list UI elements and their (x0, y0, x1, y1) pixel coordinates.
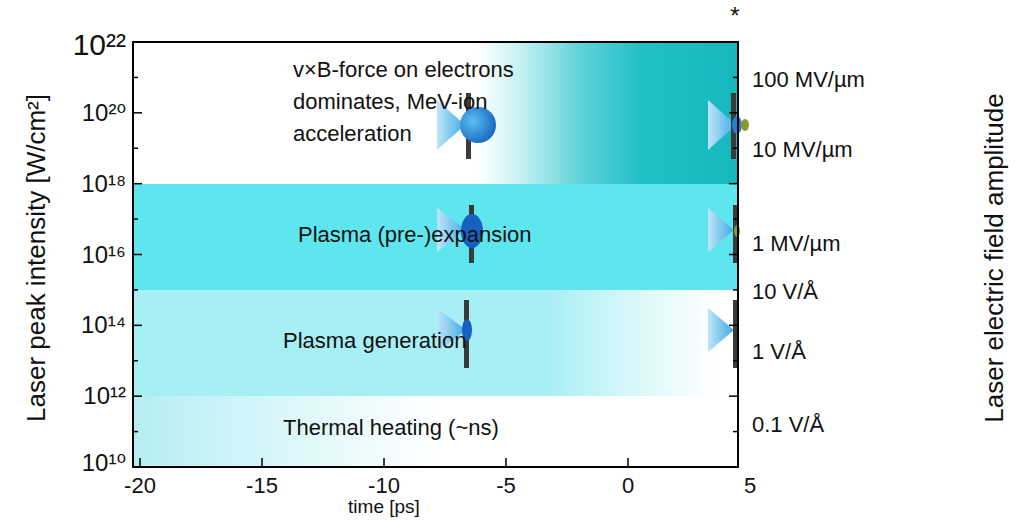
tick-mark (133, 325, 142, 327)
tick-mark (133, 41, 142, 43)
tick-mark (383, 458, 385, 467)
tick-mark (729, 466, 738, 468)
regime-label: Plasma generation (283, 325, 553, 357)
tick-mark (729, 325, 738, 327)
tick-label: 0 (622, 474, 634, 498)
tick-mark (729, 183, 738, 185)
tick-mark (261, 458, 263, 467)
tick-label: -5 (496, 474, 516, 498)
tick-label: 10²² (73, 28, 126, 61)
tick-label: 1 V/Å (752, 340, 806, 364)
tick-mark (133, 77, 138, 79)
tick-mark (133, 360, 138, 362)
tick-label: 10¹² (83, 383, 126, 409)
tick-mark (733, 218, 738, 220)
tick-mark (733, 289, 738, 291)
tick-label: 10 MV/µm (752, 138, 853, 162)
plot-frame (133, 42, 738, 467)
tick-mark (733, 77, 738, 79)
tick-mark (133, 395, 142, 397)
tick-label: 10²⁰ (82, 100, 126, 126)
tick-label: 10¹⁰ (82, 450, 126, 476)
tick-label: 10¹⁸ (81, 170, 126, 196)
intensity-band: Plasma (pre-)expansion (133, 184, 738, 290)
tick-label: 10 V/Å (752, 280, 818, 304)
tick-label: 100 MV/µm (752, 68, 865, 92)
tick-mark (133, 289, 138, 291)
tick-mark (729, 395, 738, 397)
laser-pulse (437, 100, 736, 352)
tick-mark (729, 254, 738, 256)
tick-mark (729, 112, 738, 114)
plasma-cloud (460, 107, 749, 341)
tick-mark (133, 148, 138, 150)
tick-label: 10¹⁴ (81, 312, 126, 338)
tick-mark (133, 112, 142, 114)
axis-title: time [ps] (348, 497, 420, 518)
axis-frame (133, 42, 738, 467)
tick-mark (139, 458, 141, 467)
tick-mark (505, 458, 507, 467)
tick-mark (733, 360, 738, 362)
target-foil (464, 93, 738, 368)
regime-label: v×B-force on electrons dominates, MeV-io… (293, 54, 563, 150)
tick-mark (733, 431, 738, 433)
intensity-band: Plasma generation (133, 290, 738, 396)
tick-mark (733, 148, 738, 150)
tick-label: -20 (124, 474, 156, 498)
tick-label: 10¹⁶ (81, 241, 126, 267)
intensity-band: Thermal heating (~ns) (133, 396, 738, 467)
tick-label: 1 MV/µm (752, 232, 840, 256)
axis-title: Laser electric field amplitude (980, 93, 1009, 423)
tick-mark (627, 458, 629, 467)
tick-label: 5 (744, 474, 756, 498)
tick-mark (133, 431, 138, 433)
tick-mark (729, 41, 738, 43)
tick-label: -10 (368, 474, 400, 498)
tick-label: -15 (246, 474, 278, 498)
regime-label: Plasma (pre-)expansion (298, 219, 563, 251)
tick-mark (133, 183, 142, 185)
tick-mark (133, 254, 142, 256)
tick-mark (133, 218, 138, 220)
axis-title: Laser peak intensity [W/cm²] (22, 94, 51, 422)
tick-label: 0.1 V/Å (752, 413, 824, 437)
intensity-band: v×B-force on electrons dominates, MeV-io… (133, 42, 738, 184)
regime-label: Thermal heating (~ns) (283, 412, 583, 444)
footnote-mark: * (730, 3, 739, 29)
